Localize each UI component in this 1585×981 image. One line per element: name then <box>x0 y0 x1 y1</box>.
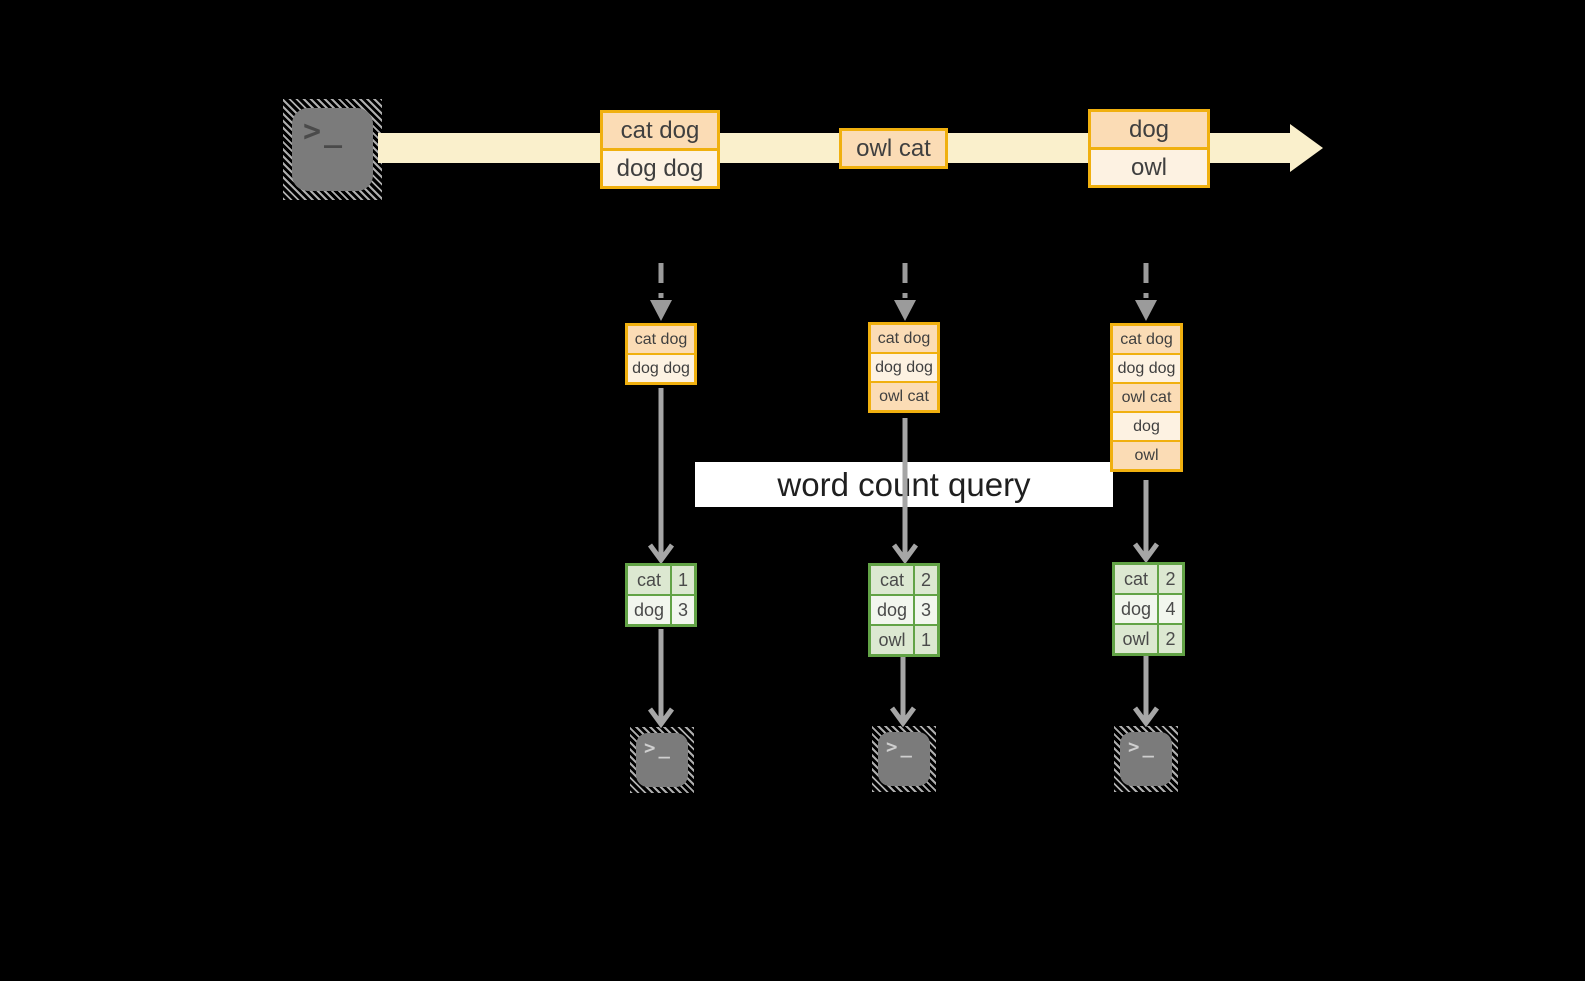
open-arrowhead-icon <box>889 706 917 728</box>
count-cell: 2 <box>1159 625 1182 653</box>
buffer-stack-3: cat dog dog dog owl cat dog owl <box>1110 323 1183 472</box>
dashed-arrowhead-icon <box>1135 300 1157 321</box>
table-row: owl 1 <box>871 626 937 654</box>
terminal-prompt-glyph: >_ <box>886 736 915 758</box>
event-line: dog dog <box>603 151 717 186</box>
terminal-prompt-glyph: >_ <box>644 737 673 759</box>
sink-terminal-icon-2: >_ <box>872 726 936 792</box>
count-cell: 2 <box>915 566 937 594</box>
count-cell: 1 <box>915 626 937 654</box>
terminal-screen: >_ <box>878 732 930 786</box>
terminal-screen: >_ <box>1120 732 1172 786</box>
count-cell: 2 <box>1159 565 1182 593</box>
word-cell: owl <box>1115 625 1157 653</box>
terminal-screen: >_ <box>292 108 373 191</box>
buffer-row: dog <box>1113 413 1180 440</box>
buffer-row: cat dog <box>871 325 937 352</box>
table-row: dog 4 <box>1115 595 1182 623</box>
table-row: owl 2 <box>1115 625 1182 653</box>
word-cell: owl <box>871 626 913 654</box>
event-line: cat dog <box>603 113 717 148</box>
word-cell: dog <box>628 596 670 624</box>
count-cell: 3 <box>672 596 694 624</box>
buffer-row: cat dog <box>1113 326 1180 353</box>
buffer-row: owl cat <box>871 383 937 410</box>
sink-terminal-icon-3: >_ <box>1114 726 1178 792</box>
open-arrowhead-icon <box>647 543 675 565</box>
event-line: dog <box>1091 112 1207 147</box>
event-line: owl cat <box>842 131 945 166</box>
table-row: dog 3 <box>628 596 694 624</box>
word-cell: cat <box>1115 565 1157 593</box>
table-row: cat 1 <box>628 566 694 594</box>
buffer-row: owl cat <box>1113 384 1180 411</box>
table-row: cat 2 <box>871 566 937 594</box>
buffer-stack-1: cat dog dog dog <box>625 323 697 385</box>
count-table-2: cat 2 dog 3 owl 1 <box>868 563 940 657</box>
dashed-arrowhead-icon <box>894 300 916 321</box>
stream-event-box-1: cat dog dog dog <box>600 110 720 189</box>
count-cell: 3 <box>915 596 937 624</box>
terminal-screen: >_ <box>636 733 688 787</box>
event-line: owl <box>1091 150 1207 185</box>
source-terminal-icon: >_ <box>283 99 382 200</box>
terminal-prompt-glyph: >_ <box>1128 736 1157 758</box>
buffer-stack-2: cat dog dog dog owl cat <box>868 322 940 413</box>
word-cell: dog <box>1115 595 1157 623</box>
open-arrowhead-icon <box>891 543 919 565</box>
buffer-row: owl <box>1113 442 1180 469</box>
dashed-arrowhead-icon <box>650 300 672 321</box>
open-arrowhead-icon <box>1132 706 1160 728</box>
sink-terminal-icon-1: >_ <box>630 727 694 793</box>
open-arrowhead-icon <box>1132 542 1160 564</box>
count-table-3: cat 2 dog 4 owl 2 <box>1112 562 1185 656</box>
table-row: cat 2 <box>1115 565 1182 593</box>
stream-event-box-2: owl cat <box>839 128 948 169</box>
count-cell: 1 <box>672 566 694 594</box>
open-arrowhead-icon <box>647 707 675 729</box>
buffer-row: dog dog <box>1113 355 1180 382</box>
buffer-row: dog dog <box>628 355 694 382</box>
stream-arrowhead-icon <box>1290 124 1323 172</box>
word-cell: cat <box>871 566 913 594</box>
count-table-1: cat 1 dog 3 <box>625 563 697 627</box>
stream-event-box-3: dog owl <box>1088 109 1210 188</box>
table-row: dog 3 <box>871 596 937 624</box>
word-cell: cat <box>628 566 670 594</box>
terminal-prompt-glyph: >_ <box>303 114 346 149</box>
buffer-row: dog dog <box>871 354 937 381</box>
word-cell: dog <box>871 596 913 624</box>
buffer-row: cat dog <box>628 326 694 353</box>
count-cell: 4 <box>1159 595 1182 623</box>
